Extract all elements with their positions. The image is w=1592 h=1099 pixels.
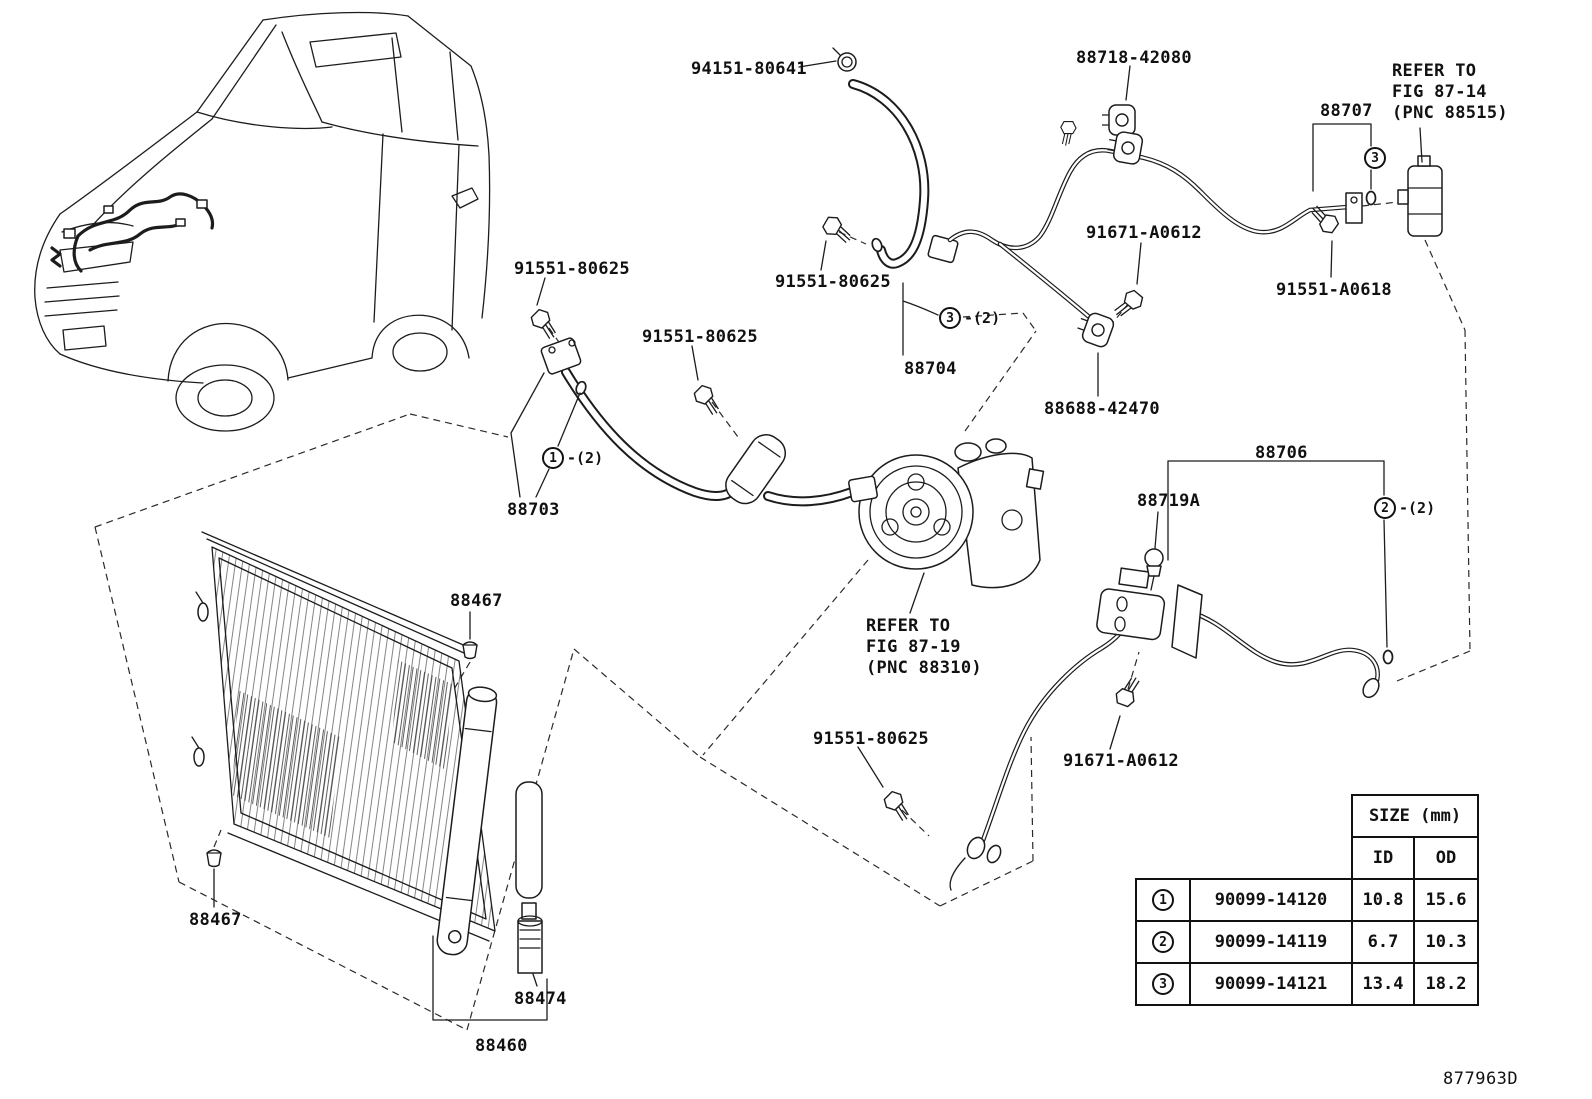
label-88467-top: 88467 <box>450 591 503 611</box>
condenser-fins <box>212 547 495 931</box>
pipe-bracket-88706 <box>1096 567 1203 659</box>
note-line: REFER TO <box>1392 61 1477 81</box>
label-91551-80625-mid: 91551-80625 <box>775 272 891 292</box>
ac-harness-highlight <box>50 192 215 273</box>
oring-88707 <box>1365 190 1377 206</box>
liquid-pipe-88706 <box>880 548 1394 891</box>
label-91671-a0612-bottom: 91671-A0612 <box>1063 751 1179 771</box>
callout-circle: 1 <box>542 447 564 469</box>
pipe-flange <box>1345 192 1363 224</box>
receiver-drier <box>436 686 498 956</box>
row-part-number: 90099-14120 <box>1189 878 1353 922</box>
row-callout-circle: 1 <box>1152 889 1174 912</box>
note-refer-fig-87-19: REFER TO FIG 87-19 (PNC 88310) <box>866 616 982 679</box>
oring-88706 <box>1382 649 1394 665</box>
size-table-title: SIZE (mm) <box>1351 794 1479 838</box>
size-row-2: 2 90099-14119 6.7 10.3 <box>1135 920 1479 964</box>
condenser-assembly <box>191 531 543 974</box>
note-line: FIG 87-19 <box>866 637 961 657</box>
bolt-91551-mid <box>690 382 727 419</box>
leader-lines <box>213 60 1423 1021</box>
size-col-od: OD <box>1413 836 1479 880</box>
condenser-core <box>211 546 496 932</box>
bolt-91671-top <box>1111 287 1147 324</box>
callout-circle: 3 <box>1364 147 1386 169</box>
label-88474: 88474 <box>514 989 567 1009</box>
note-line: REFER TO <box>866 616 951 636</box>
label-94151-80641: 94151-80641 <box>691 59 807 79</box>
label-88467-bottom: 88467 <box>189 910 242 930</box>
plug-88467-top <box>462 641 478 660</box>
pressure-sensor-88719a <box>1144 548 1164 591</box>
note-line: (PNC 88310) <box>866 658 982 678</box>
label-88460: 88460 <box>475 1036 528 1056</box>
row-id-value: 10.8 <box>1351 878 1415 922</box>
size-row-1: 1 90099-14120 10.8 15.6 <box>1135 878 1479 922</box>
label-91551-80625-left: 91551-80625 <box>514 259 630 279</box>
size-table: SIZE (mm) ID OD 1 90099-14120 10.8 15.6 … <box>1135 794 1479 1006</box>
label-88719a: 88719A <box>1137 491 1201 511</box>
hose-muffler <box>725 434 787 505</box>
callout-2: 2-(2) <box>1374 497 1435 519</box>
label-88707: 88707 <box>1320 101 1373 121</box>
row-callout-circle: 2 <box>1152 931 1174 954</box>
row-od-value: 10.3 <box>1413 920 1479 964</box>
row-part-number: 90099-14121 <box>1189 962 1353 1006</box>
expansion-valve <box>1397 155 1443 237</box>
suction-hose-88703 <box>527 306 878 507</box>
row-od-value: 15.6 <box>1413 878 1479 922</box>
pipe-clamp-88688 <box>1073 308 1117 350</box>
drier-cartridge-88474 <box>515 781 543 974</box>
label-88706: 88706 <box>1255 443 1308 463</box>
vehicle-sketch <box>34 11 491 432</box>
label-91551-80625-hose: 91551-80625 <box>642 327 758 347</box>
callout-3-hose: 3-(2) <box>939 307 1000 329</box>
callout-qty: -(2) <box>964 309 1001 327</box>
discharge-hose-88704 <box>820 47 959 269</box>
label-88688-42470: 88688-42470 <box>1044 399 1160 419</box>
callout-1: 1-(2) <box>542 447 603 469</box>
label-88704: 88704 <box>904 359 957 379</box>
label-88718-42080: 88718-42080 <box>1076 48 1192 68</box>
callout-circle: 2 <box>1374 497 1396 519</box>
bolt-91551-left <box>527 306 564 343</box>
callout-circle: 3 <box>939 307 961 329</box>
label-88703: 88703 <box>507 500 560 520</box>
note-refer-fig-87-14: REFER TO FIG 87-14 (PNC 88515) <box>1392 61 1508 124</box>
compressor <box>858 438 1045 589</box>
size-col-id: ID <box>1351 836 1415 880</box>
label-91551-a0618: 91551-A0618 <box>1276 280 1392 300</box>
size-row-3: 3 90099-14121 13.4 18.2 <box>1135 962 1479 1006</box>
row-part-number: 90099-14119 <box>1189 920 1353 964</box>
row-od-value: 18.2 <box>1413 962 1479 1006</box>
figure-code: 877963D <box>1443 1069 1519 1089</box>
bolt-91671-bottom <box>1112 672 1143 709</box>
row-callout-circle: 3 <box>1152 973 1174 996</box>
note-line: (PNC 88515) <box>1392 103 1508 123</box>
callout-qty: -(2) <box>1399 499 1436 517</box>
oring-88704 <box>869 236 885 254</box>
pipe-bracket-88718 <box>1060 104 1145 166</box>
row-id-value: 6.7 <box>1351 920 1415 964</box>
callout-qty: -(2) <box>567 449 604 467</box>
hose-clamp-94151 <box>837 52 857 72</box>
note-line: FIG 87-14 <box>1392 82 1487 102</box>
callout-3-pipe: 3 <box>1364 147 1389 169</box>
discharge-pipe-88707 <box>947 104 1443 350</box>
label-91671-a0612-top: 91671-A0612 <box>1086 223 1202 243</box>
label-91551-80625-bottom: 91551-80625 <box>813 729 929 749</box>
plug-88467-bottom <box>206 849 222 868</box>
row-id-value: 13.4 <box>1351 962 1415 1006</box>
